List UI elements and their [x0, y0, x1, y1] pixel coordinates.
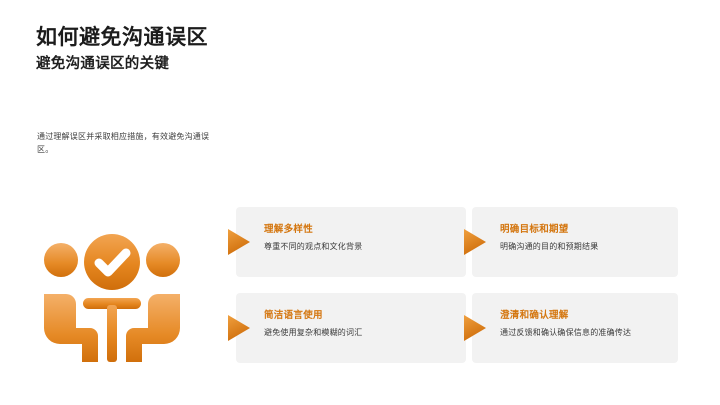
- card-text: 理解多样性 尊重不同的观点和文化背景: [264, 224, 456, 253]
- info-card[interactable]: 理解多样性 尊重不同的观点和文化背景: [236, 207, 466, 277]
- info-card[interactable]: 明确目标和期望 明确沟通的目的和预期结果: [472, 207, 678, 277]
- card-title: 理解多样性: [264, 224, 314, 235]
- card-text: 简洁语言使用 避免使用复杂和模糊的词汇: [264, 310, 456, 339]
- triangle-arrow-icon: [462, 227, 488, 257]
- card-description: 尊重不同的观点和文化背景: [264, 242, 363, 252]
- card-text: 明确目标和期望 明确沟通的目的和预期结果: [500, 224, 668, 253]
- card-description: 通过反馈和确认确保信息的准确传达: [500, 328, 632, 338]
- card-title: 简洁语言使用: [264, 310, 323, 321]
- slide-header: 如何避免沟通误区 避免沟通误区的关键: [36, 26, 456, 73]
- info-card[interactable]: 澄清和确认理解 通过反馈和确认确保信息的准确传达: [472, 293, 678, 363]
- page-subtitle: 避免沟通误区的关键: [36, 55, 170, 72]
- info-card[interactable]: 简洁语言使用 避免使用复杂和模糊的词汇: [236, 293, 466, 363]
- triangle-arrow-icon: [226, 313, 252, 343]
- page-title: 如何避免沟通误区: [36, 26, 208, 49]
- intro-paragraph: 通过理解误区并采取相应措施，有效避免沟通误区。: [37, 132, 210, 155]
- team-with-checkmark-icon: [36, 232, 188, 366]
- card-description: 明确沟通的目的和预期结果: [500, 242, 599, 252]
- triangle-arrow-icon: [226, 227, 252, 257]
- card-text: 澄清和确认理解 通过反馈和确认确保信息的准确传达: [500, 310, 668, 339]
- triangle-arrow-icon: [462, 313, 488, 343]
- card-description: 避免使用复杂和模糊的词汇: [264, 328, 363, 338]
- card-title: 澄清和确认理解: [500, 310, 569, 321]
- card-title: 明确目标和期望: [500, 224, 569, 235]
